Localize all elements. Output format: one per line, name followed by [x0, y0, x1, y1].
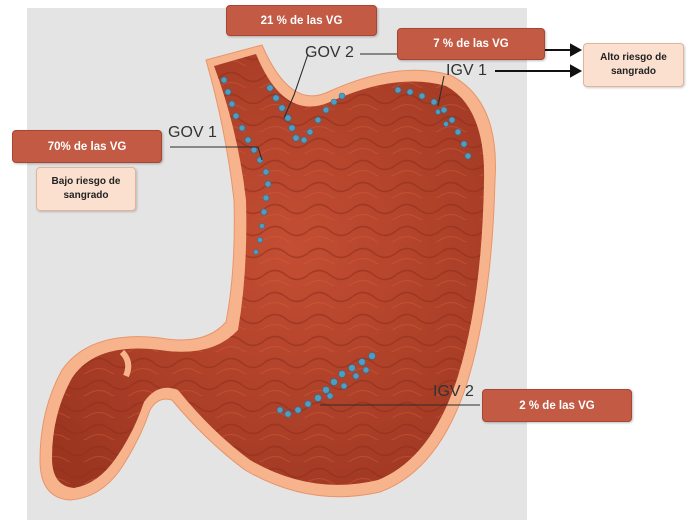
low-risk-box: Bajo riesgo de sangrado [36, 167, 136, 211]
label-gov1: GOV 1 [168, 124, 217, 142]
percentage-box-gov1: 70% de las VG [12, 130, 162, 163]
percentage-box-igv1: 7 % de las VG [397, 28, 545, 60]
percentage-box-igv2: 2 % de las VG [482, 389, 632, 422]
label-igv2: IGV 2 [433, 383, 474, 401]
high-risk-box: Alto riesgo de sangrado [583, 43, 684, 87]
label-igv1: IGV 1 [446, 62, 487, 80]
label-gov2: GOV 2 [305, 44, 354, 62]
percentage-box-gov2: 21 % de las VG [226, 5, 377, 36]
